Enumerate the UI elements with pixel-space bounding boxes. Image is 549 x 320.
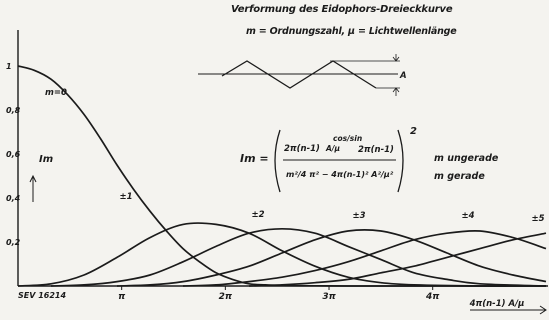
y-tick-label: 0,2 xyxy=(6,238,21,247)
chart-subtitle: m = Ordnungszahl, μ = Lichtwellenlänge xyxy=(246,26,457,37)
series-line xyxy=(182,229,547,287)
series-line xyxy=(248,232,547,287)
formula-note-odd: m ungerade xyxy=(434,153,499,164)
x-tick-label: π xyxy=(118,292,126,302)
series-label: ±3 xyxy=(352,211,365,221)
x-tick-label: 3π xyxy=(322,292,336,302)
formula-exponent: 2 xyxy=(410,126,417,137)
series-label: ±1 xyxy=(119,192,132,202)
series-line xyxy=(116,229,547,287)
formula-numerator-trig: cos/sin xyxy=(333,134,362,143)
formula-numerator-right: 2π(n-1) xyxy=(358,145,394,155)
series-line xyxy=(17,65,546,287)
chart-title: Verformung des Eidophors-Dreieckkurve xyxy=(231,4,453,15)
curves xyxy=(17,65,547,287)
series-label: m=0 xyxy=(45,88,67,98)
series-label: ±2 xyxy=(251,210,264,220)
series-label: ±5 xyxy=(531,214,544,224)
x-tick-label: 4π xyxy=(425,292,440,302)
x-tick-label: 2π xyxy=(219,292,233,302)
y-axis-label: Im xyxy=(39,154,53,165)
inset-amplitude-label: A xyxy=(399,71,407,81)
formula-numerator-left: 2π(n-1) xyxy=(284,144,320,154)
y-tick-label: 0,4 xyxy=(6,194,21,203)
y-tick-label: 1 xyxy=(6,62,12,71)
formula-numerator-frac: A/μ xyxy=(325,144,341,153)
y-tick-label: 0,6 xyxy=(6,150,21,159)
formula-denominator: m²/4 π² − 4π(n-1)² A²/μ² xyxy=(286,170,394,179)
x-axis-arrow xyxy=(470,305,547,315)
formula-note-even: m gerade xyxy=(434,171,485,182)
series-label: ±4 xyxy=(461,211,474,221)
triangle-inset: A xyxy=(198,54,407,96)
formula-lhs: Im = xyxy=(240,152,269,165)
labels: 1 0,8 0,6 0,4 0,2 π 2π 3π 4π SEV 16214 4π(n-1) A/μ… xyxy=(6,62,547,315)
y-tick-label: 0,8 xyxy=(6,106,21,115)
figure-stamp: SEV 16214 xyxy=(18,291,66,300)
inset-triangle-wave xyxy=(221,60,377,89)
y-axis-arrow xyxy=(29,174,37,202)
inset-amplitude-arrows xyxy=(392,54,400,96)
series-line xyxy=(50,227,547,287)
x-axis-label: 4π(n-1) A/μ xyxy=(469,299,525,309)
formula-paren-left xyxy=(274,129,281,193)
formula-paren-right xyxy=(397,129,404,193)
